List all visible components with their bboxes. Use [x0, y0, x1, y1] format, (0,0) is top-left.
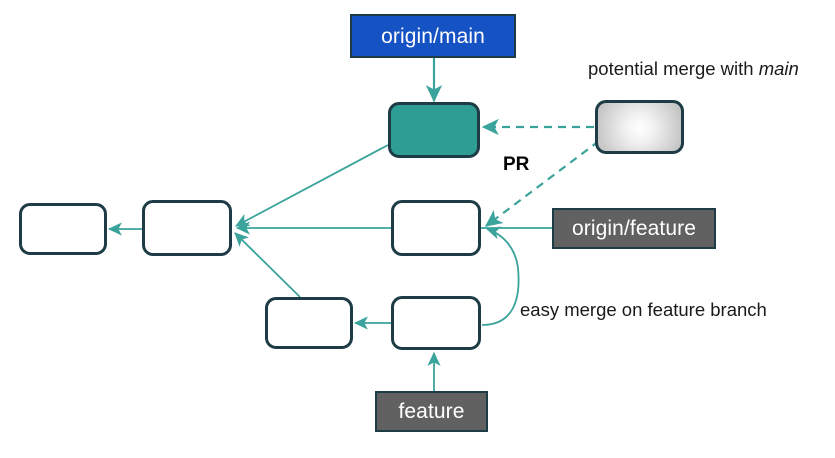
- ref-label-feature-text: feature: [398, 400, 465, 423]
- commit-node-main-oldest[interactable]: [19, 203, 107, 255]
- annotation-potential-merge-prefix: potential merge with: [588, 58, 759, 79]
- ref-label-origin-main[interactable]: origin/main: [350, 14, 516, 58]
- commit-node-merge[interactable]: [388, 102, 480, 158]
- annotation-easy-merge: easy merge on feature branch: [520, 299, 767, 320]
- ref-label-origin-feature[interactable]: origin/feature: [552, 208, 716, 249]
- annotation-potential-merge-emphasis: main: [758, 58, 799, 79]
- commit-node-feature-mid[interactable]: [265, 297, 353, 349]
- commit-node-potential-merge[interactable]: [595, 100, 684, 154]
- ref-label-feature[interactable]: feature: [375, 391, 488, 432]
- ref-label-origin-feature-text: origin/feature: [572, 217, 696, 240]
- annotation-pr-label: PR: [503, 154, 530, 175]
- edge-feature-mid-to-junction: [234, 232, 301, 298]
- ref-label-origin-main-text: origin/main: [381, 24, 485, 48]
- commit-node-main-junction[interactable]: [142, 200, 232, 256]
- edge-feature-base-to-tip-curve: [481, 226, 520, 326]
- edge-potential-to-feature-tip: [484, 140, 600, 227]
- commit-node-feature-tip[interactable]: [391, 200, 481, 256]
- edge-merge-to-junction: [235, 144, 389, 227]
- annotation-potential-merge: potential merge with main: [588, 58, 799, 79]
- commit-node-feature-base[interactable]: [391, 296, 481, 350]
